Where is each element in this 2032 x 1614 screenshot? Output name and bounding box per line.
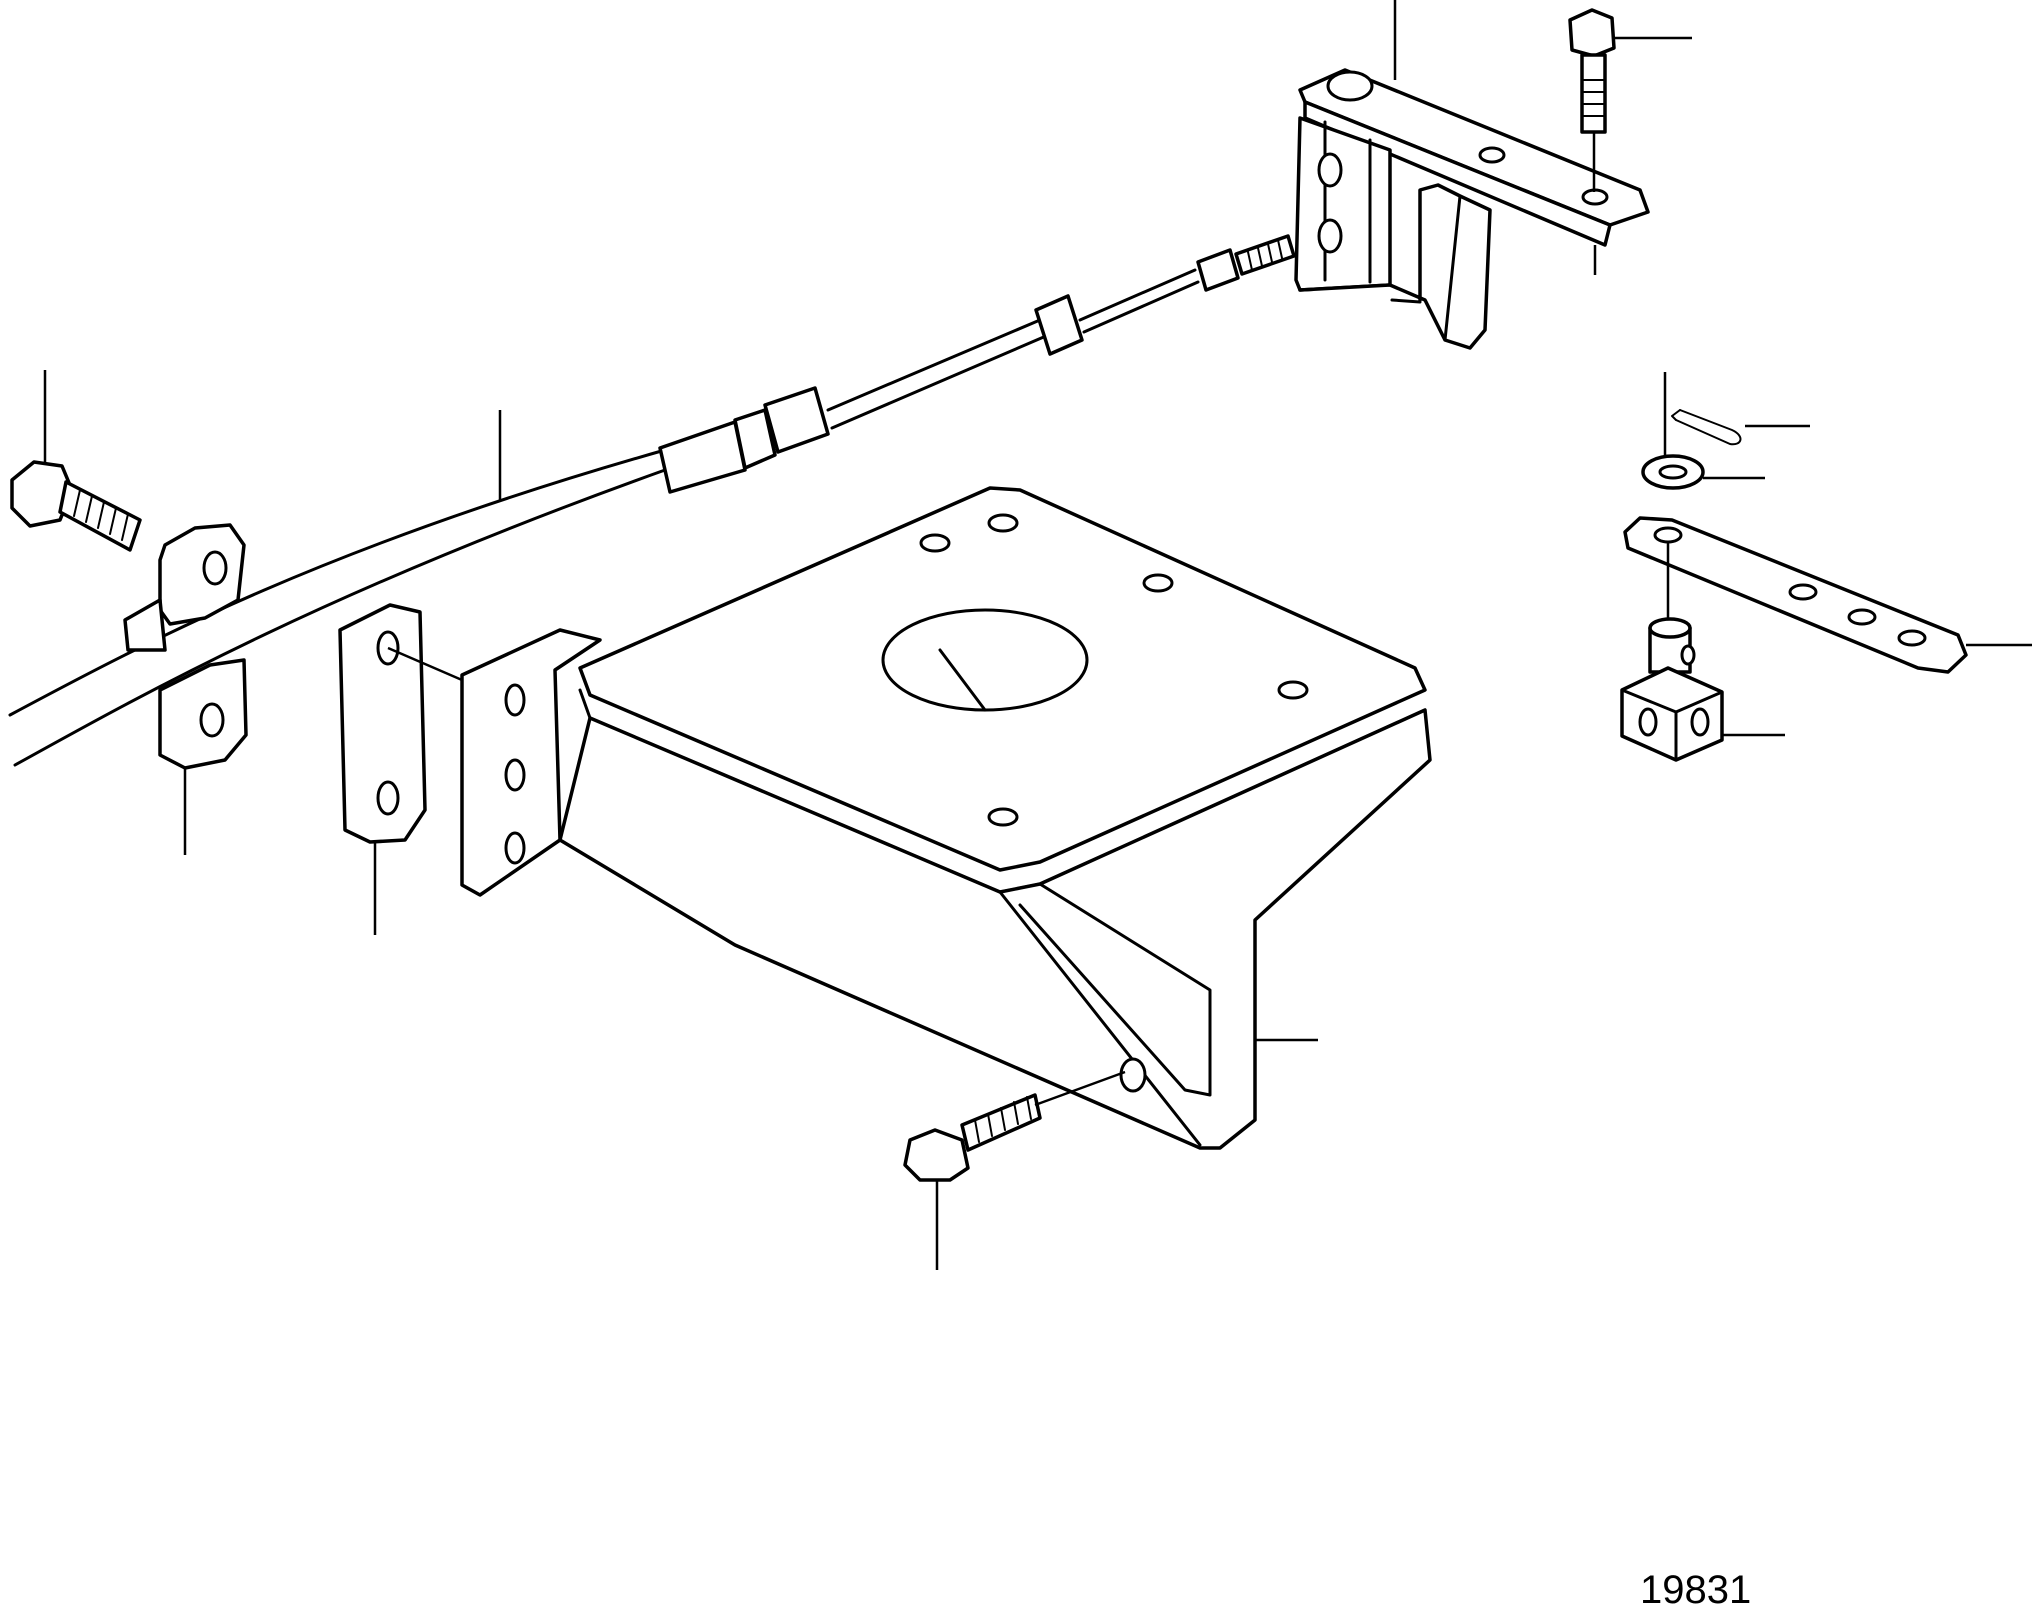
bottom-bolt-hex-head [903,1128,970,1182]
cable-rod-upper [1078,268,1197,322]
top-right-bolt-head [1568,8,1616,58]
cable-rod-nut [1196,248,1240,292]
clamp-hole-lower [199,702,225,738]
cable-rod-lower [1082,280,1200,334]
cotter-pin-tip [1671,409,1681,421]
link-arm-hole-4 [1897,629,1927,647]
clamp-hole-upper [202,550,228,586]
clamp-bend [123,598,167,652]
leader-bolt-to-hole [1034,1070,1126,1107]
cable-thread-lines [1247,239,1283,271]
flange-hole-2 [504,758,526,792]
plate-body [338,603,427,844]
cable-sleeve [658,420,747,494]
link-arm-hole-1 [1653,526,1683,544]
plate-hole-lower [376,780,400,816]
lever-pivot-top [1326,70,1374,102]
figure-number: 19831 [1640,1568,1752,1612]
control-cable [8,234,1296,767]
cable-end-fitting [1034,294,1084,356]
bottom-bolt-shank [960,1093,1042,1152]
top-plate-hole-2 [987,513,1019,533]
swivel-block-edges [1620,688,1724,762]
leader-plate-to-bracket [387,646,463,682]
cable-outer-upper [8,448,667,717]
link-arm-hole-3 [1847,608,1877,626]
lever-pivot-lines [1323,120,1372,284]
cotter-pin-shape [1675,409,1742,446]
lever-mount-edges [1390,194,1462,342]
bottom-bolt-threads [974,1096,1032,1143]
cable-ferrule [733,408,777,470]
cable-nut [763,386,830,454]
bracket-gusset-edge [998,890,1202,1147]
cotter-pin [1671,409,1810,446]
bracket-body [558,708,1432,1150]
clamp-upper-half [158,523,246,626]
bracket-bolt-hole [1119,1057,1147,1093]
cable-rod-thread [1234,234,1296,276]
top-right-bolt-shank [1580,53,1607,134]
pivot-hole-lower [1317,218,1343,254]
bolt-threads [73,489,129,541]
bracket-gusset [1018,882,1212,1097]
bracket-center-opening [881,608,1089,712]
swivel-block [1620,617,1785,762]
lever-hole-1 [1478,146,1506,164]
lever-arm-edge [1303,100,1612,247]
top-right-bolt-threads [1581,79,1606,117]
lever-mount-body [1298,183,1492,350]
link-arm [1623,516,2032,674]
pivot-hole-upper [1317,152,1343,188]
swivel-hole-right [1690,707,1710,737]
lever-pivot-body [1294,116,1392,292]
washer [1641,372,1765,490]
top-plate-hole-1 [919,533,951,553]
cable-outer-lower [13,468,667,767]
bolt-bottom [903,1070,1126,1270]
flange-hole-3 [504,831,526,865]
lever-hole-2 [1581,188,1609,206]
flange-hole-1 [504,683,526,717]
link-arm-hole-2 [1788,583,1818,601]
swivel-hole-left [1638,707,1658,737]
top-plate-hole-3 [1142,573,1174,593]
top-plate-hole-4 [1277,680,1309,700]
washer-inner [1658,464,1688,480]
bolt-top-left [10,370,142,552]
cable-clamp [123,523,248,855]
lever-bracket [1294,0,1650,350]
swivel-pin-hole [1680,644,1696,666]
swivel-block-body [1620,666,1724,762]
cable-inner-lower [830,334,1048,430]
opening-shadow-line [938,648,987,712]
cable-plate [338,603,463,935]
top-plate-hole-5 [987,807,1019,827]
bracket-side-flange [460,628,602,897]
cable-inner-upper [826,318,1042,412]
swivel-pin-top [1648,617,1692,639]
bolt-top-right [1568,8,1692,192]
mounting-bracket [460,486,1432,1150]
